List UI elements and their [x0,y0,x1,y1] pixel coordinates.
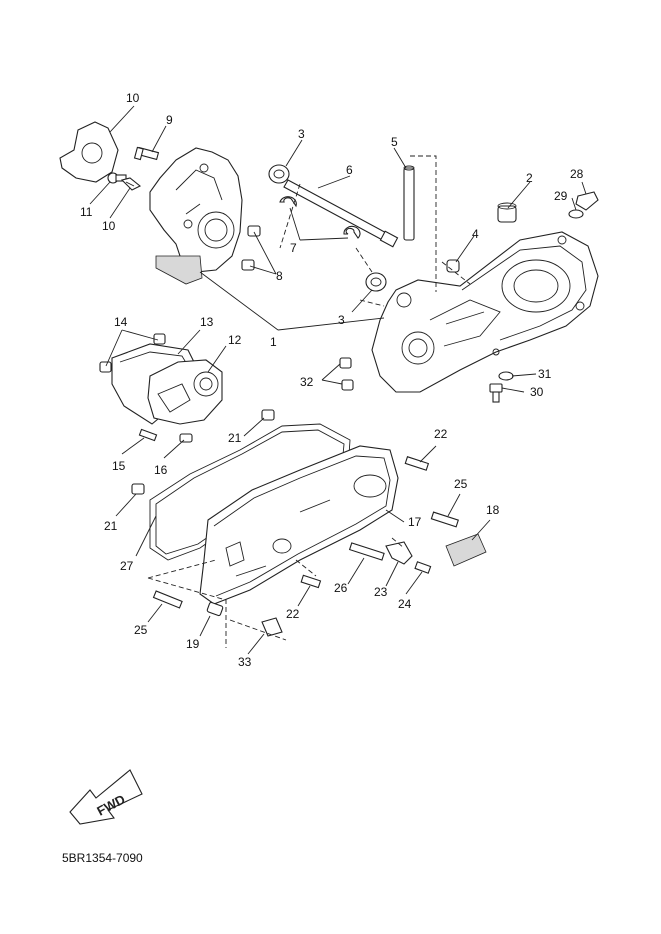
callout-29: 29 [554,189,568,203]
callout-25-lower: 25 [134,623,148,637]
crankcase-left-half [149,147,243,285]
callout-3-lower: 3 [338,313,345,327]
part-31-washer [498,371,514,381]
callout-24: 24 [398,597,412,611]
callout-26: 26 [334,581,348,595]
callout-23: 23 [374,585,388,599]
part-12-plate [59,121,119,183]
part-26-bolt [348,542,385,561]
callout-25-upper: 25 [454,477,468,491]
callout-numbers: 10 9 11 10 3 5 6 2 28 29 7 4 8 3 1 14 13… [80,91,584,669]
part-19-label [445,533,487,567]
catalog-code: 5BR1354-7090 [62,851,143,865]
callout-19: 18 [486,503,500,517]
part-11-screw [107,172,127,184]
part-28-plug [575,191,599,211]
callout-13: 12 [228,333,242,347]
part-9-bolt [133,146,160,161]
part-25-bolt-lower [152,590,183,609]
callout-17: 16 [154,463,168,477]
part-4-fitting [446,259,460,273]
callout-33: 33 [238,655,252,669]
part-10-clip [120,177,142,191]
callout-9: 9 [166,113,173,127]
part-16-bolt [138,428,158,442]
part-7-circlips [279,196,361,239]
part-23-bracket [385,541,413,565]
part-6-shaft [283,179,399,248]
part-20-dowel [206,601,224,617]
callout-28: 28 [570,167,584,181]
crankcase-right-half [371,231,599,393]
callout-12: 10 [126,91,140,105]
callout-27: 27 [120,559,134,573]
callout-31: 31 [538,367,552,381]
callout-30: 30 [530,385,544,399]
part-22-bolt-lower [300,574,322,589]
part-3-bearing-upper [268,164,290,184]
callout-32: 32 [300,375,314,389]
part-18-crankcase-cover [199,445,399,605]
callout-11: 11 [80,205,93,219]
callout-7: 7 [290,241,297,255]
part-15-dowels [99,333,166,373]
callout-20: 19 [186,637,200,651]
alignment-lines [147,155,471,648]
callout-22-upper: 22 [434,427,448,441]
callout-8: 8 [276,269,283,283]
leader-lines [89,105,587,655]
part-30-drain-bolt [489,383,503,403]
callout-22-lower: 22 [286,607,300,621]
part-17-bolt [179,433,193,443]
callout-16: 15 [112,459,126,473]
callout-21-upper: 21 [228,431,242,445]
part-8-dowels [241,225,261,271]
callout-21-lower: 21 [104,519,118,533]
callout-1: 1 [270,335,277,349]
callout-6: 6 [346,163,353,177]
part-33-clip [261,617,283,637]
part-24-screw [414,561,432,574]
callout-3-upper: 3 [298,127,305,141]
part-25-bolt-upper [430,511,459,528]
part-22-bolt-upper [404,456,430,471]
callout-4: 4 [472,227,479,241]
fwd-arrow: FWD [69,769,143,825]
part-2-collar [497,202,517,223]
callout-10: 10 [102,219,116,233]
callout-14: 13 [200,315,214,329]
part-21-dowels [131,409,275,495]
part-3-bearing-lower [365,272,387,292]
callout-15: 14 [114,315,128,329]
part-13-oil-pump [147,359,223,425]
callout-5: 5 [391,135,398,149]
part-32-dowels [339,357,354,391]
callout-18: 17 [408,515,422,529]
callout-2: 2 [526,171,533,185]
part-29-oring [568,209,584,219]
part-5-pin [403,165,415,241]
